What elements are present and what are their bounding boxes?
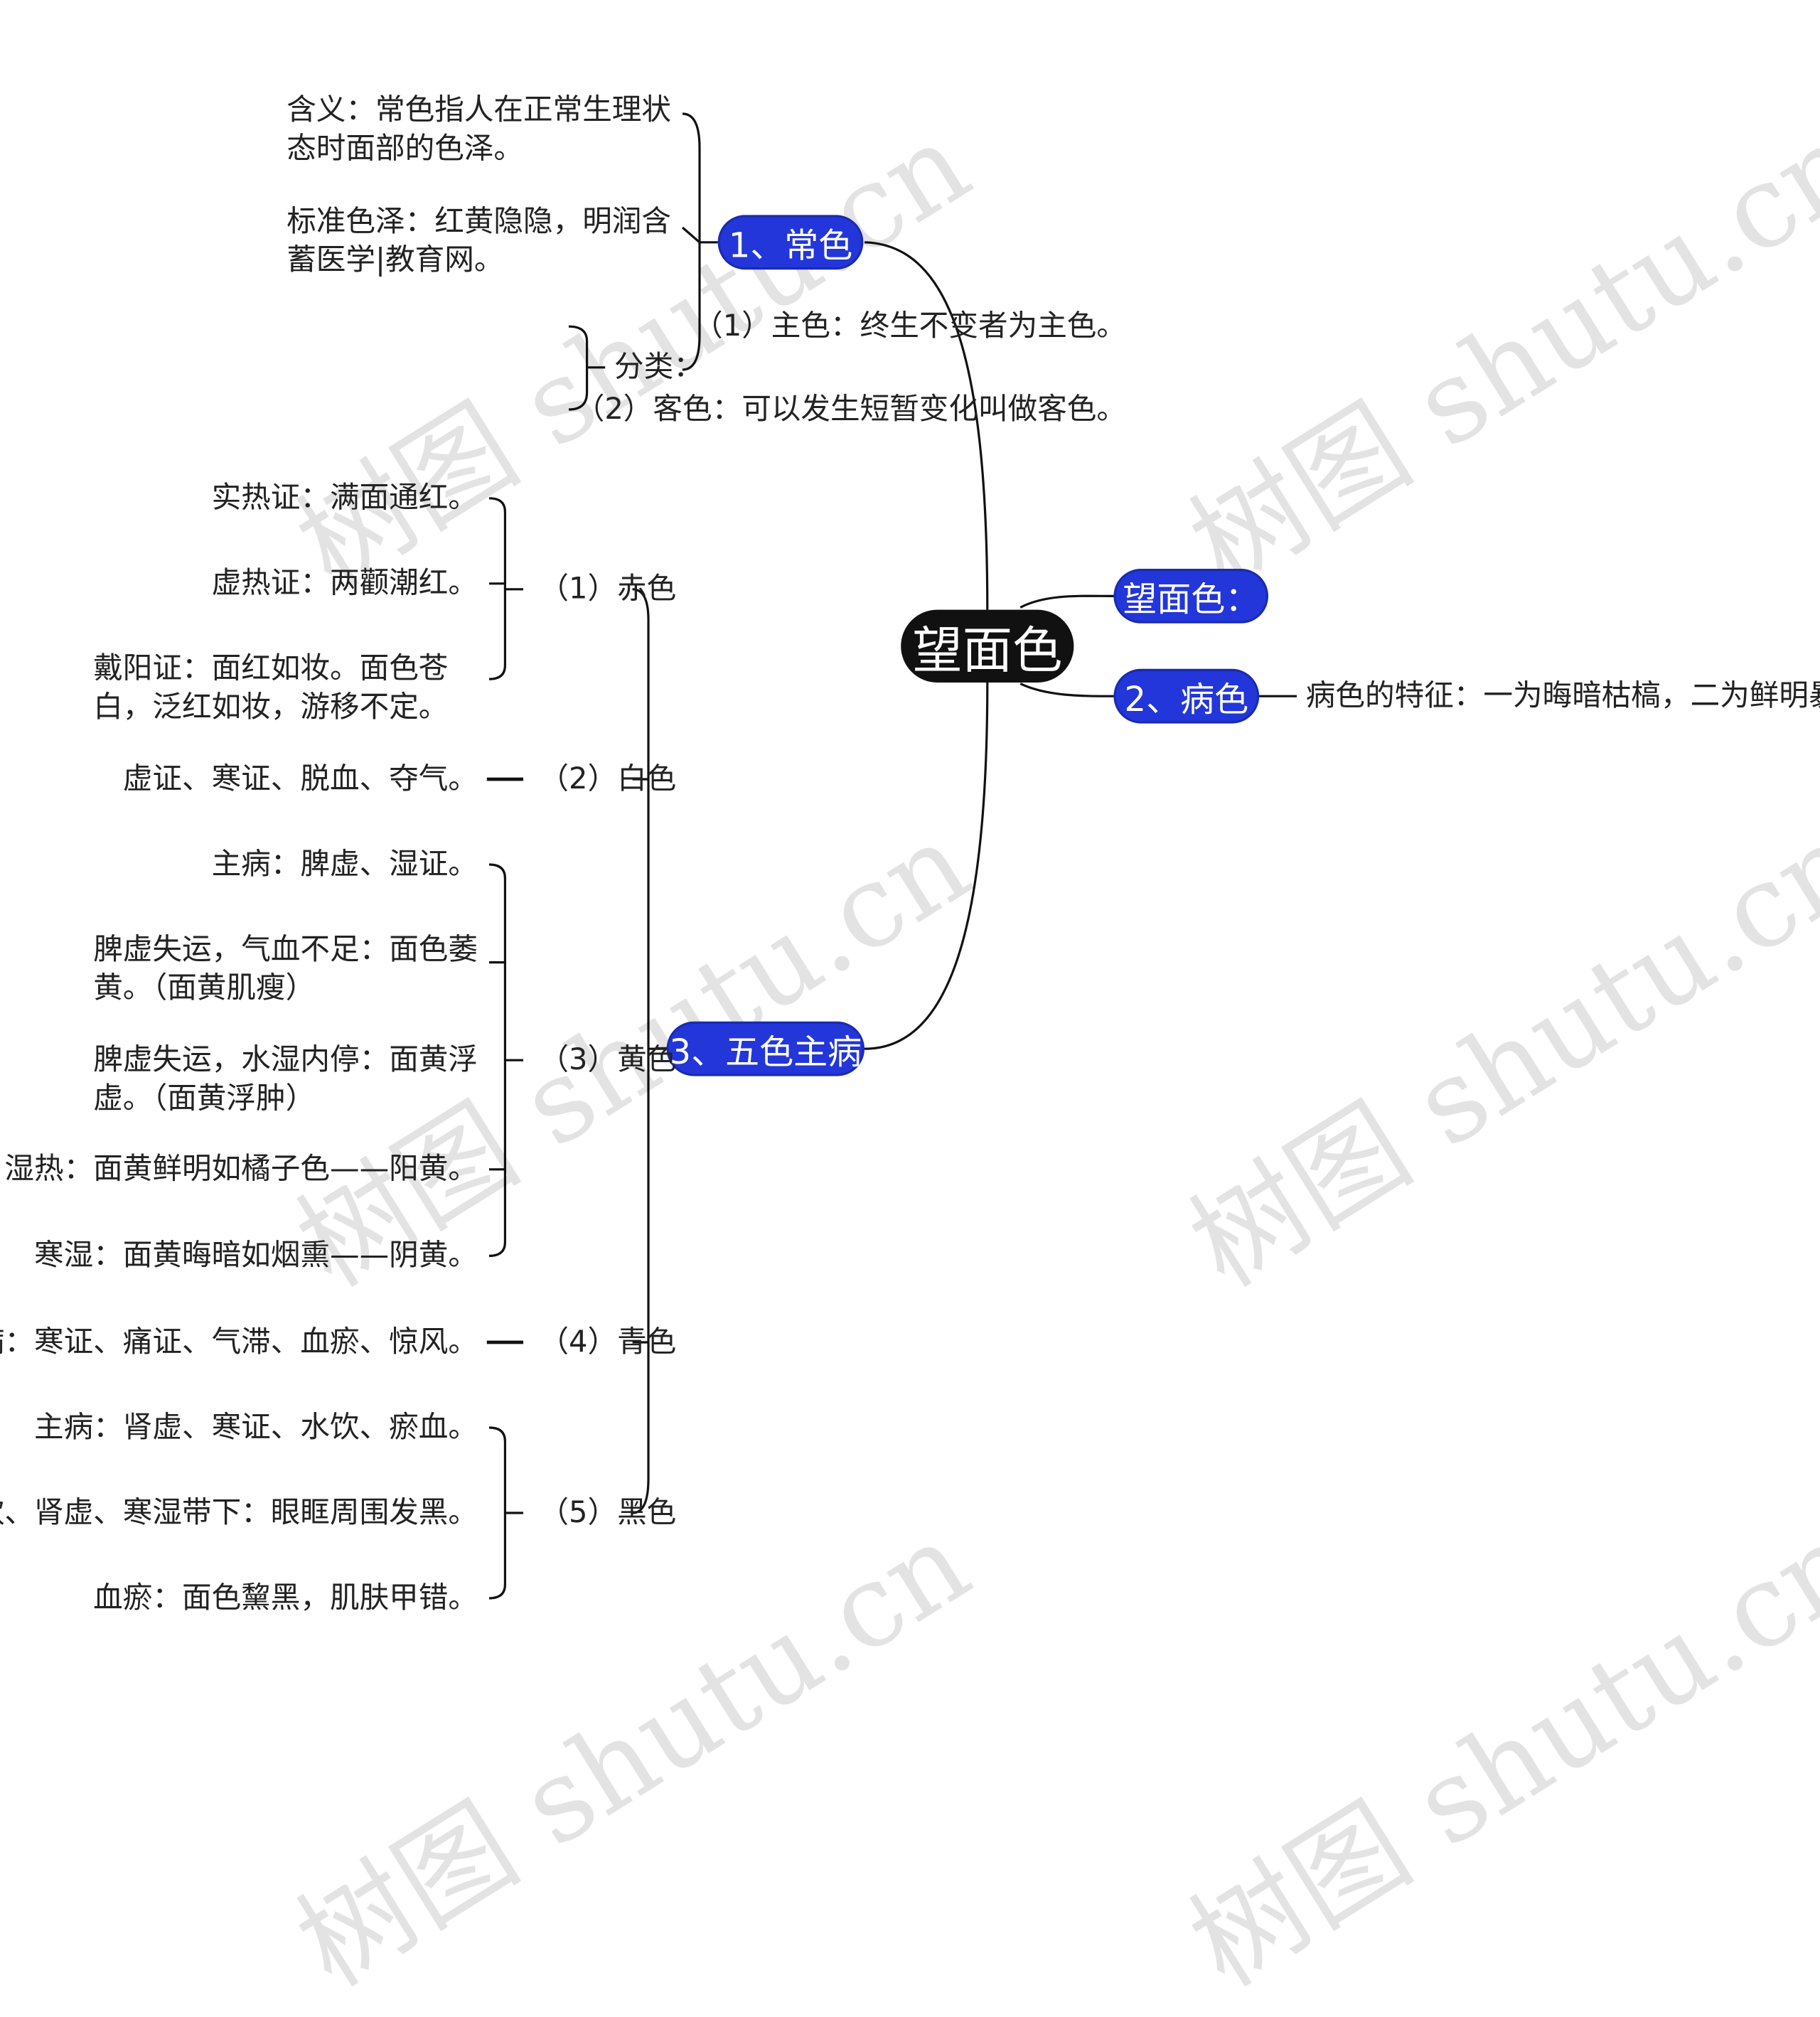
black-label: （5）黑色 (539, 1496, 677, 1530)
cyan-label: （4）青色 (539, 1325, 677, 1359)
red-label: （1）赤色 (539, 572, 677, 606)
black-item: 血瘀：面色黧黑，肌肤甲错。 (93, 1581, 478, 1615)
red-item: 戴阳证：面红如妆。面色苍白，泛红如妆，游移不定。 (93, 651, 449, 725)
yellow-item: 脾虚失运，气血不足：面色萎黄。（面黄肌瘦） (93, 933, 478, 1006)
connector-lines (486, 112, 1297, 1600)
cyan-item: 主病：寒证、痛证、气滞、血瘀、惊风。 (0, 1325, 478, 1359)
white-label: （2）白色 (539, 762, 677, 796)
white-item: 虚证、寒证、脱血、夺气。 (122, 762, 478, 796)
yellow-item: 主病：脾虚、湿证。 (211, 847, 478, 882)
yellow-item: 寒湿：面黄晦暗如烟熏——阴黄。 (33, 1238, 478, 1273)
changse-classify: 分类： (614, 350, 703, 385)
changse-standard: 标准色泽：红黄隐隐，明润含蓄医学|教育网。 (287, 205, 672, 278)
yellow-item: 脾虚失运，水湿内停：面黄浮虚。（面黄浮肿） (93, 1043, 478, 1116)
changse-meaning: 含义：常色指人在正常生理状态时面部的色泽。 (287, 93, 672, 166)
black-item: 水饮、肾虚、寒湿带下：眼眶周围发黑。 (0, 1496, 478, 1530)
yellow-label: （3）黄色 (539, 1043, 677, 1078)
changse-guest-color: （2）客色：可以发生短暂变化叫做客色。 (574, 392, 1126, 427)
black-item: 主病：肾虚、寒证、水饮、瘀血。 (33, 1411, 478, 1445)
bingse-feature: 病色的特征：一为晦暗枯槁，二为鲜明暴露。 (1305, 679, 1820, 714)
branch-changse[interactable]: 1、常色 (717, 215, 864, 270)
red-item: 虚热证：两颧潮红。 (211, 566, 478, 601)
branch-bingse[interactable]: 2、病色 (1113, 668, 1260, 724)
red-item: 实热证：满面通红。 (211, 481, 478, 515)
mindmap-canvas: 树图 shutu.cn 树图 shutu.cn 树图 shutu.cn 树图 s… (0, 93, 1820, 2012)
yellow-item: 湿热：面黄鲜明如橘子色——阳黄。 (4, 1152, 478, 1187)
branch-wuse-zhubing[interactable]: 3、五色主病 (666, 1021, 864, 1076)
branch-wangmianse[interactable]: 望面色： (1113, 569, 1268, 624)
root-node[interactable]: 望面色 (901, 609, 1074, 683)
changse-main-color: （1）主色：终生不变者为主色。 (693, 309, 1126, 344)
